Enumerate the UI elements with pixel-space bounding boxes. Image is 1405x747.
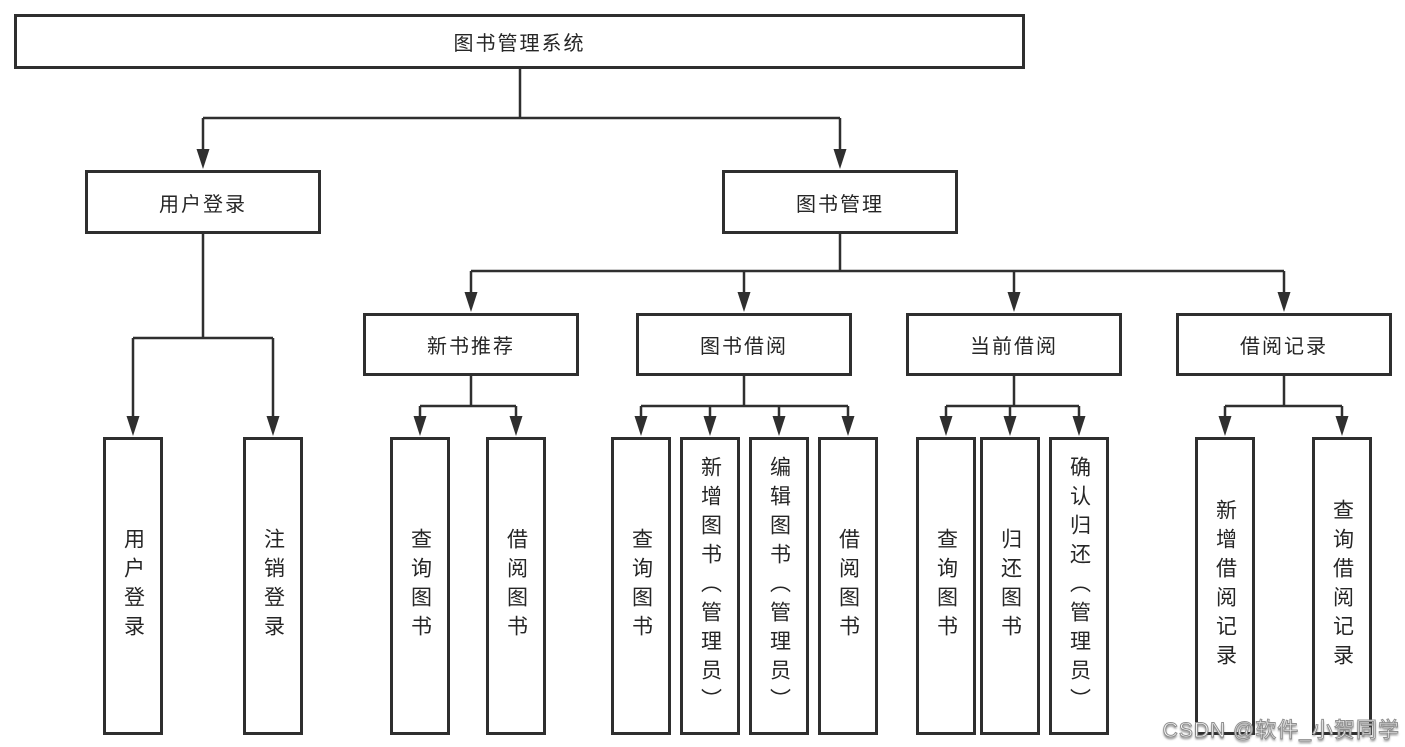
leaf-query-books-current-label: 查询图书 (934, 528, 958, 644)
leaf-borrow-books-borrowing-label: 借阅图书 (836, 528, 860, 644)
leaf-query-books-current: 查询图书 (916, 437, 976, 735)
node-library-system: 图书管理系统 (14, 14, 1025, 69)
leaf-logout-login: 注销登录 (243, 437, 303, 735)
leaf-user-login-label: 用户登录 (121, 528, 145, 644)
leaf-query-books-recommend-label: 查询图书 (408, 528, 432, 644)
node-current-borrowing-label: 当前借阅 (970, 336, 1058, 358)
leaf-query-books-borrowing-label: 查询图书 (629, 528, 653, 644)
leaf-user-login: 用户登录 (103, 437, 163, 735)
leaf-add-books-admin-label: 新增图书（管理员） (698, 455, 722, 717)
leaf-query-books-recommend: 查询图书 (390, 437, 450, 735)
node-library-system-label: 图书管理系统 (453, 33, 586, 55)
leaf-borrow-books-recommend-label: 借阅图书 (504, 528, 528, 644)
leaf-query-books-borrowing: 查询图书 (611, 437, 671, 735)
leaf-query-borrow-record-label: 查询借阅记录 (1330, 499, 1354, 673)
leaf-logout-login-label: 注销登录 (261, 528, 285, 644)
leaf-add-books-admin: 新增图书（管理员） (680, 437, 740, 735)
leaf-edit-books-admin: 编辑图书（管理员） (749, 437, 809, 735)
leaf-return-books-label: 归还图书 (998, 528, 1022, 644)
node-book-management: 图书管理 (722, 170, 958, 234)
node-current-borrowing: 当前借阅 (906, 313, 1122, 376)
node-user-login-label: 用户登录 (159, 193, 247, 216)
leaf-query-borrow-record: 查询借阅记录 (1312, 437, 1372, 735)
node-user-login: 用户登录 (85, 170, 321, 234)
node-borrowing-records-label: 借阅记录 (1240, 336, 1328, 358)
node-book-borrowing: 图书借阅 (636, 313, 852, 376)
node-book-management-label: 图书管理 (796, 193, 884, 216)
arrowheads (126, 149, 1349, 436)
node-new-book-recommendation: 新书推荐 (363, 313, 579, 376)
leaf-add-borrow-record-label: 新增借阅记录 (1213, 499, 1237, 673)
leaf-confirm-return-admin: 确认归还（管理员） (1049, 437, 1109, 735)
node-borrowing-records: 借阅记录 (1176, 313, 1392, 376)
leaf-borrow-books-borrowing: 借阅图书 (818, 437, 878, 735)
leaf-confirm-return-admin-label: 确认归还（管理员） (1067, 455, 1091, 717)
leaf-borrow-books-recommend: 借阅图书 (486, 437, 546, 735)
node-new-book-recommendation-label: 新书推荐 (427, 336, 515, 358)
leaf-return-books: 归还图书 (980, 437, 1040, 735)
node-book-borrowing-label: 图书借阅 (700, 336, 788, 358)
leaf-edit-books-admin-label: 编辑图书（管理员） (767, 455, 791, 717)
csdn-watermark: CSDN @软件_小贺同学 (1162, 719, 1400, 743)
leaf-add-borrow-record: 新增借阅记录 (1195, 437, 1255, 735)
